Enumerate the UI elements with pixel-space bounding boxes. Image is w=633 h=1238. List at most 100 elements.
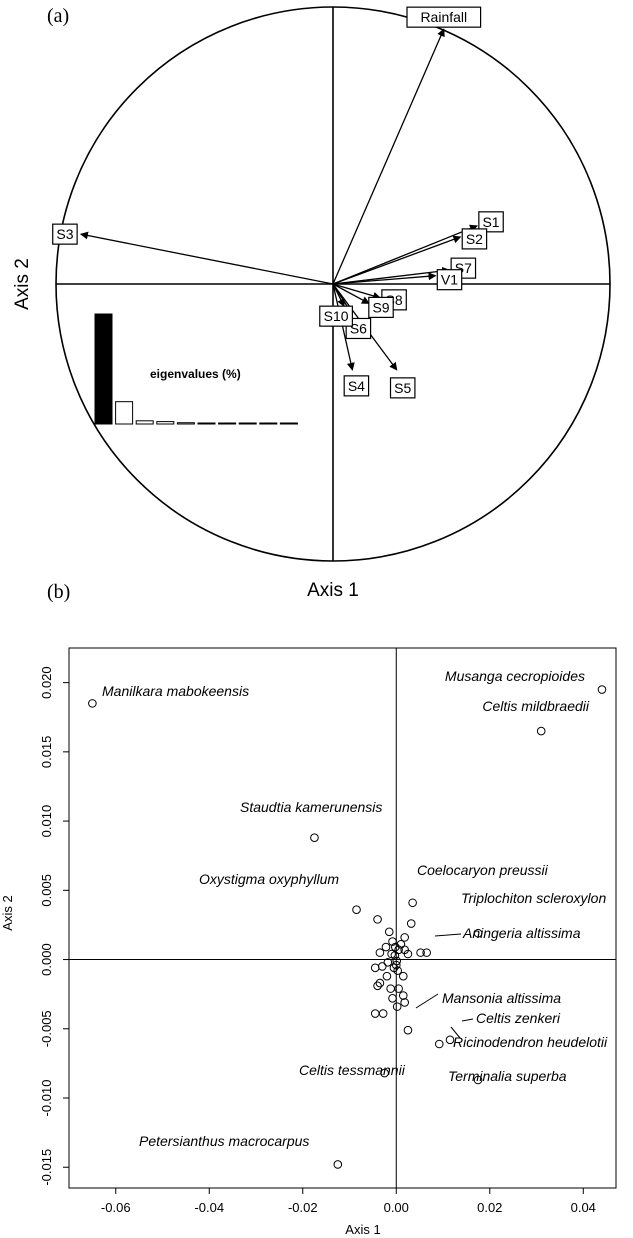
- vector-label-text-s3: S3: [56, 226, 73, 242]
- eigenvalue-bar: [259, 422, 278, 425]
- species-label-ricinodendron-heudelotii: Ricinodendron heudelotii: [453, 1034, 608, 1050]
- species-point-coelocaryon-preussii: [408, 898, 417, 908]
- vector-label-box-s4: [343, 375, 370, 397]
- eigenvalue-bar: [218, 422, 237, 425]
- x-tick-label: -0.04: [194, 1200, 224, 1215]
- vector-label-s5: S5: [389, 377, 416, 399]
- species-point: [394, 984, 403, 993]
- x-tick-label: 0.00: [384, 1200, 409, 1215]
- vector-label-text-s5: S5: [394, 380, 411, 396]
- species-point-aningeria-altissima: [422, 948, 431, 957]
- panel-b-label: (b): [47, 581, 70, 603]
- vector-rainfall: [332, 28, 445, 285]
- species-point: [400, 998, 409, 1007]
- vector-label-s4: S4: [343, 375, 370, 397]
- vector-label-box-v1: [436, 269, 463, 291]
- y-tick-label: 0.000: [39, 943, 54, 976]
- eigenvalue-bar: [156, 421, 175, 425]
- vector-label-text-rainfall: Rainfall: [420, 9, 467, 25]
- y-tick-label: -0.010: [39, 1080, 54, 1117]
- species-point: [406, 919, 416, 928]
- species-point-celtis-mildbraedii: [536, 726, 546, 736]
- y-tick-label: -0.015: [39, 1149, 54, 1186]
- vector-label-box-s2: [461, 228, 488, 250]
- species-point: [383, 958, 393, 967]
- species-point: [398, 991, 408, 1000]
- species-point: [384, 927, 394, 937]
- leader-line-aningeria-altissima: [434, 933, 462, 937]
- vector-s2: [332, 235, 462, 285]
- species-point: [388, 937, 397, 946]
- species-point: [378, 1009, 388, 1018]
- vector-label-box-s10: [319, 305, 353, 327]
- eigenvalues-inset: [94, 313, 298, 425]
- species-point-oxystigma-oxyphyllum: [352, 905, 361, 914]
- y-tick-label: 0.005: [39, 874, 54, 907]
- species-points: [88, 685, 607, 1169]
- species-label-celtis-mildbraedii: Celtis mildbraedii: [482, 698, 589, 714]
- species-point-musanga-cecropioides: [597, 685, 607, 694]
- species-label-celtis-tessmannii: Celtis tessmannii: [299, 1062, 406, 1078]
- species-point: [391, 942, 400, 952]
- panel-a-x-axis-label: Axis 1: [307, 580, 359, 601]
- species-label-celtis-zenkeri: Celtis zenkeri: [476, 1010, 561, 1026]
- eigenvalues-label: eigenvalues (%): [150, 367, 241, 381]
- x-tick-label: -0.02: [288, 1200, 318, 1215]
- species-label-staudtia-kamerunensis: Staudtia kamerunensis: [240, 799, 382, 815]
- species-label-petersianthus-macrocarpus: Petersianthus macrocarpus: [139, 1133, 309, 1149]
- species-point-petersianthus-macrocarpus: [333, 1160, 343, 1169]
- vector-label-s9: S9: [368, 296, 394, 318]
- vector-label-box-s5: [389, 377, 416, 399]
- vector-label-text-s6: S6: [350, 320, 367, 336]
- y-tick-label: 0.020: [39, 666, 54, 699]
- species-point: [375, 978, 385, 988]
- species-label-coelocaryon-preussii: Coelocaryon preussii: [417, 862, 549, 878]
- vector-s1: [332, 224, 478, 285]
- vector-label-text-s10: S10: [324, 308, 349, 324]
- vector-label-text-s2: S2: [466, 231, 483, 247]
- x-tick-label: 0.02: [477, 1200, 502, 1215]
- species-point: [393, 966, 402, 975]
- species-point-celtis-tessmannii: [380, 1068, 389, 1078]
- vector-label-v1: V1: [436, 269, 463, 291]
- eigenvalue-bar: [238, 422, 257, 425]
- panel-a-label: (a): [47, 5, 69, 27]
- plot-frame: [68, 647, 617, 1189]
- vector-s3: [79, 231, 334, 285]
- species-point: [370, 963, 380, 973]
- vector-v1: [332, 272, 437, 285]
- species-point-celtis-zenkeri: [445, 1035, 455, 1045]
- eigenvalue-bar: [279, 422, 298, 425]
- species-label-manilkara-mabokeensis: Manilkara mabokeensis: [102, 683, 249, 699]
- eigenvalue-bar: [94, 313, 113, 425]
- vector-label-box-s9: [368, 296, 394, 318]
- vector-label-text-v1: V1: [441, 272, 458, 288]
- species-point-triplochiton-scleroxylon: [473, 928, 483, 938]
- species-label-aningeria-altissima: Aningeria altissima: [462, 925, 581, 941]
- species-point-mansonia-altissima: [403, 1025, 413, 1035]
- species-point: [400, 933, 409, 942]
- eigenvalue-bar: [115, 401, 134, 425]
- species-point-staudtia-kamerunensis: [310, 833, 319, 842]
- vector-label-text-s4: S4: [348, 378, 365, 394]
- vector-label-text-s9: S9: [372, 299, 389, 315]
- species-point-manilkara-mabokeensis: [88, 699, 97, 708]
- eigenvalue-bar: [176, 422, 195, 425]
- species-label-oxystigma-oxyphyllum: Oxystigma oxyphyllum: [199, 871, 339, 887]
- vector-label-box-s1: [478, 211, 504, 233]
- species-point: [382, 971, 392, 981]
- leader-line-celtis-zenkeri: [461, 1018, 474, 1022]
- species-point-terminalia-superba: [473, 1075, 483, 1085]
- species-point: [390, 951, 400, 960]
- eigenvalue-bar: [135, 420, 154, 425]
- species-point: [377, 962, 387, 971]
- species-point: [375, 948, 385, 957]
- vector-label-s2: S2: [461, 228, 488, 250]
- leader-line-ricinodendron-heudelotii: [450, 1026, 461, 1039]
